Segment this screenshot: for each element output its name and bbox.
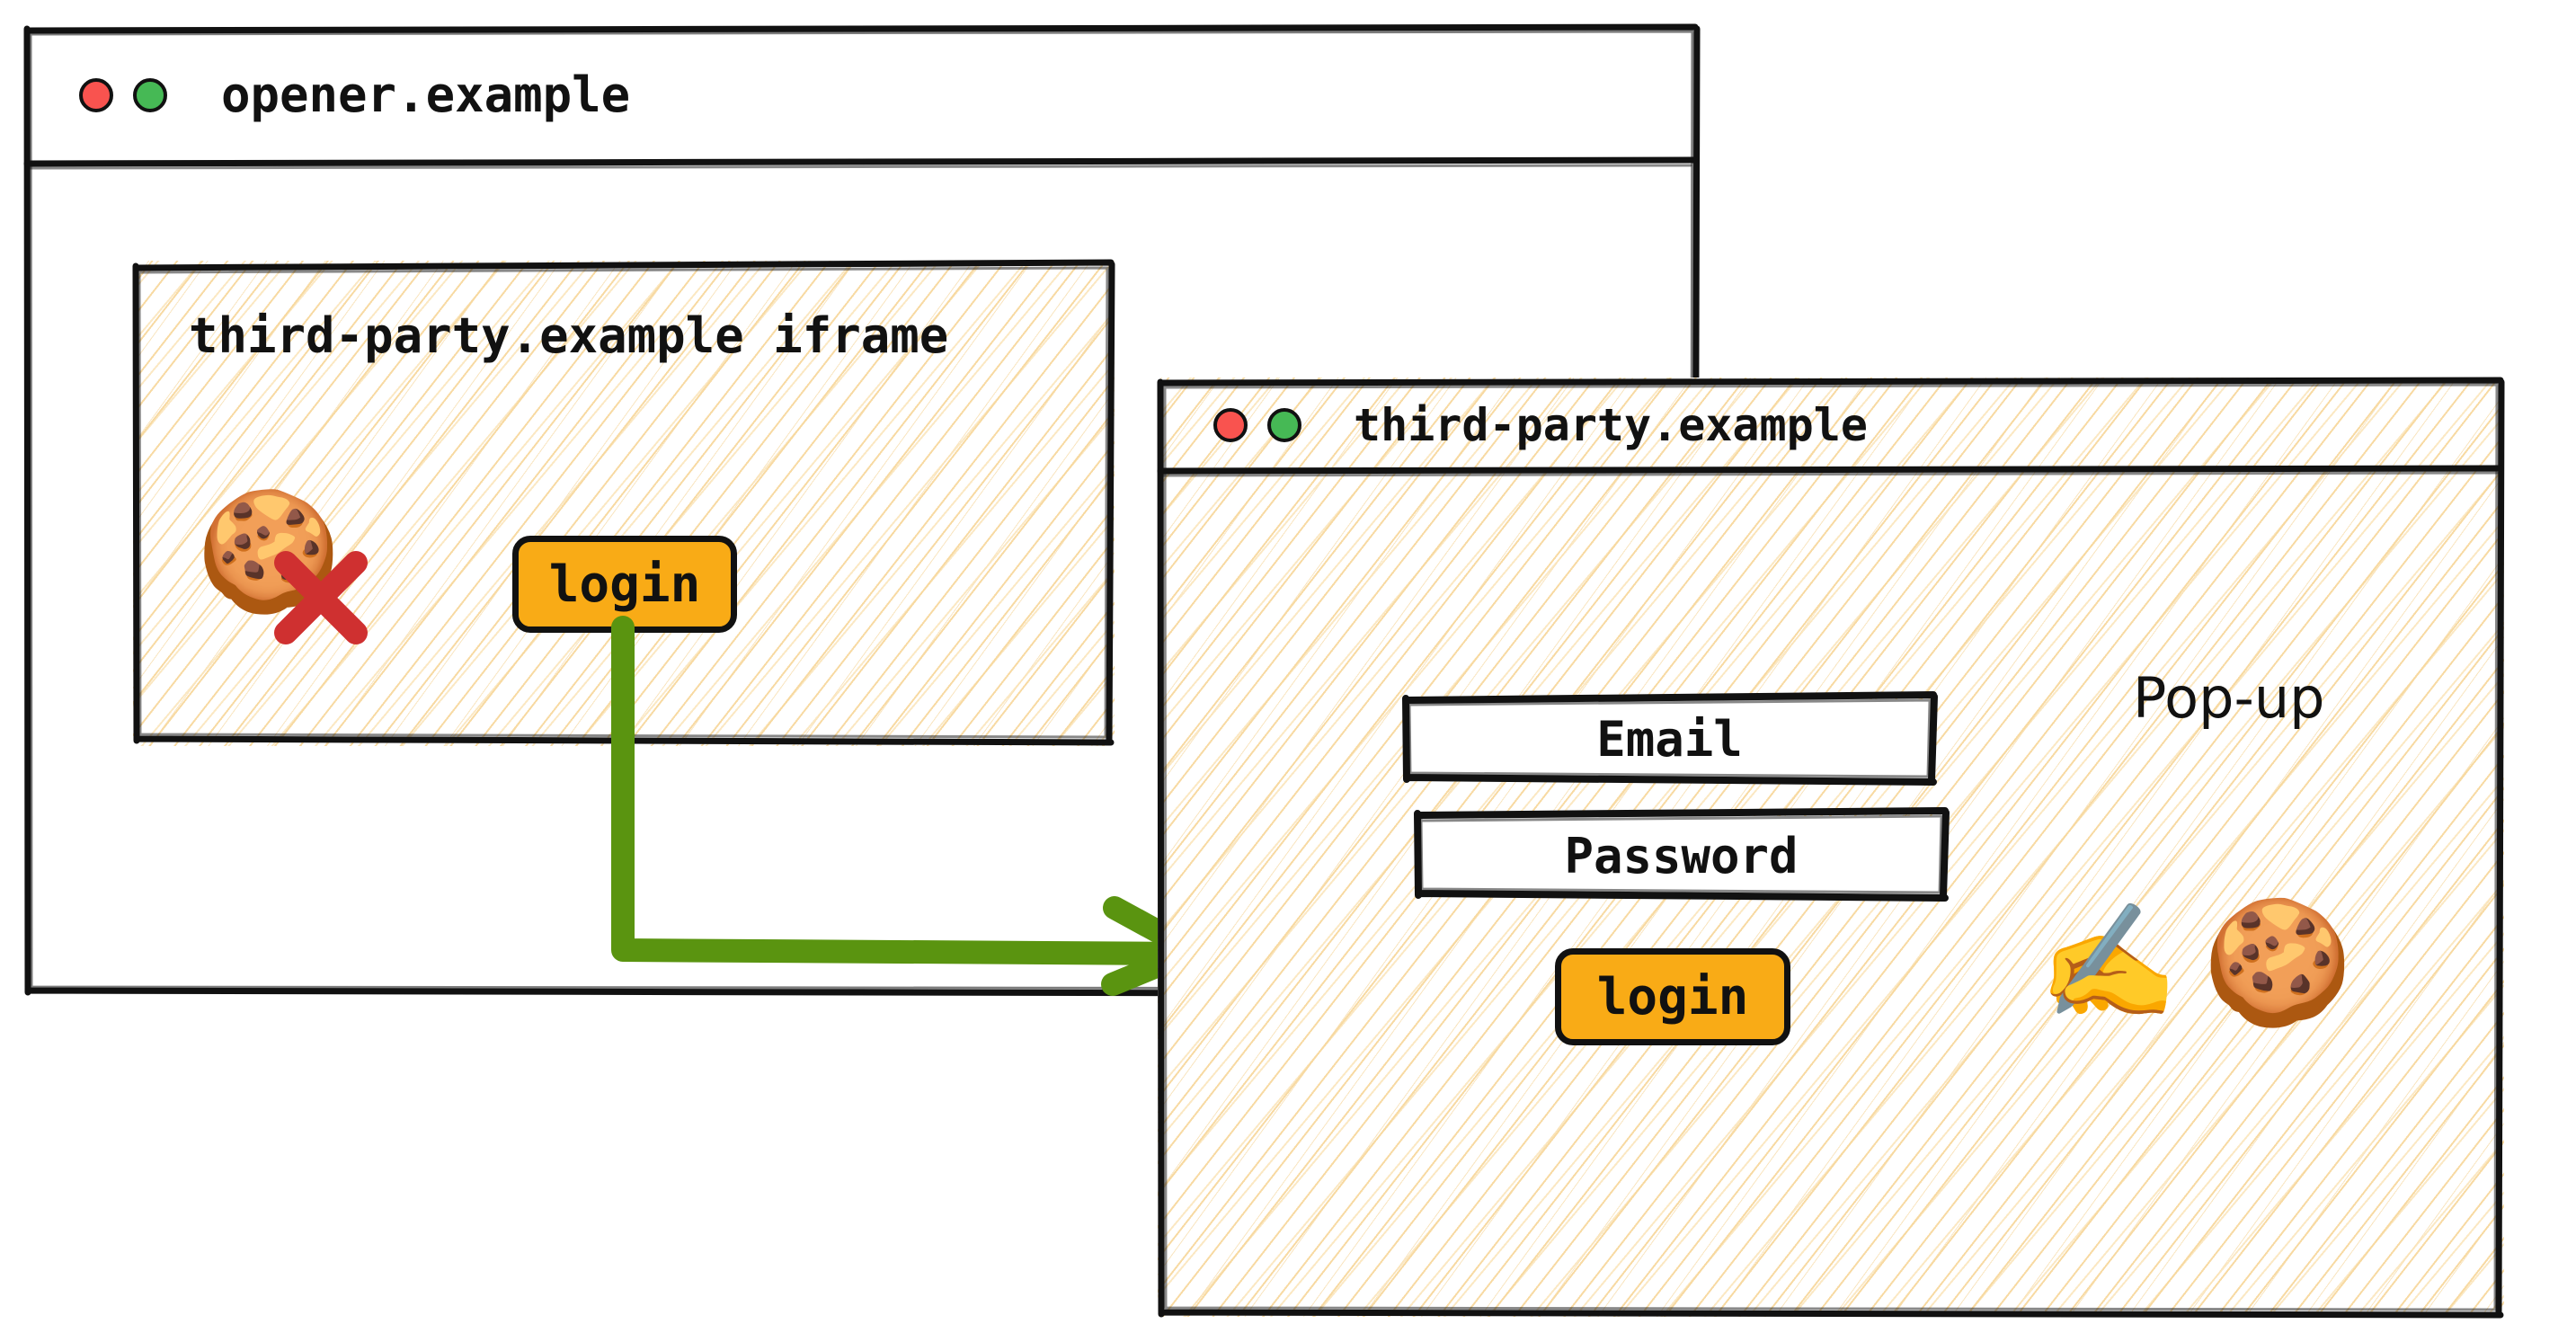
popup-traffic-lights [1213,408,1301,442]
popup-window-title: third-party.example [1354,399,1868,451]
popup-titlebar: third-party.example [1158,378,2504,473]
writing-hand-icon: ✍️ [2039,897,2179,1027]
close-dot[interactable] [79,77,113,112]
popup-login-button[interactable]: login [1555,948,1790,1045]
cookie-icon: 🍪 [2202,892,2354,1033]
password-field-text: Password [1564,827,1799,884]
popup-browser-window: third-party.example [1157,377,2505,1319]
iframe-login-button[interactable]: login [512,536,737,633]
opener-window-title: opener.example [221,67,631,123]
minimize-dot[interactable] [133,77,167,112]
close-dot[interactable] [1213,408,1248,442]
opener-traffic-lights [79,77,167,112]
iframe-label: third-party.example iframe [189,307,949,364]
email-field[interactable]: Email [1402,691,1938,786]
blocked-cookie-group: 🍪 [196,493,385,663]
password-field[interactable]: Password [1414,807,1950,902]
email-field-text: Email [1596,710,1743,768]
minimize-dot[interactable] [1267,408,1301,442]
popup-label: Pop-up [2133,665,2325,731]
opener-titlebar: opener.example [25,25,1699,164]
red-x-icon [274,551,368,644]
